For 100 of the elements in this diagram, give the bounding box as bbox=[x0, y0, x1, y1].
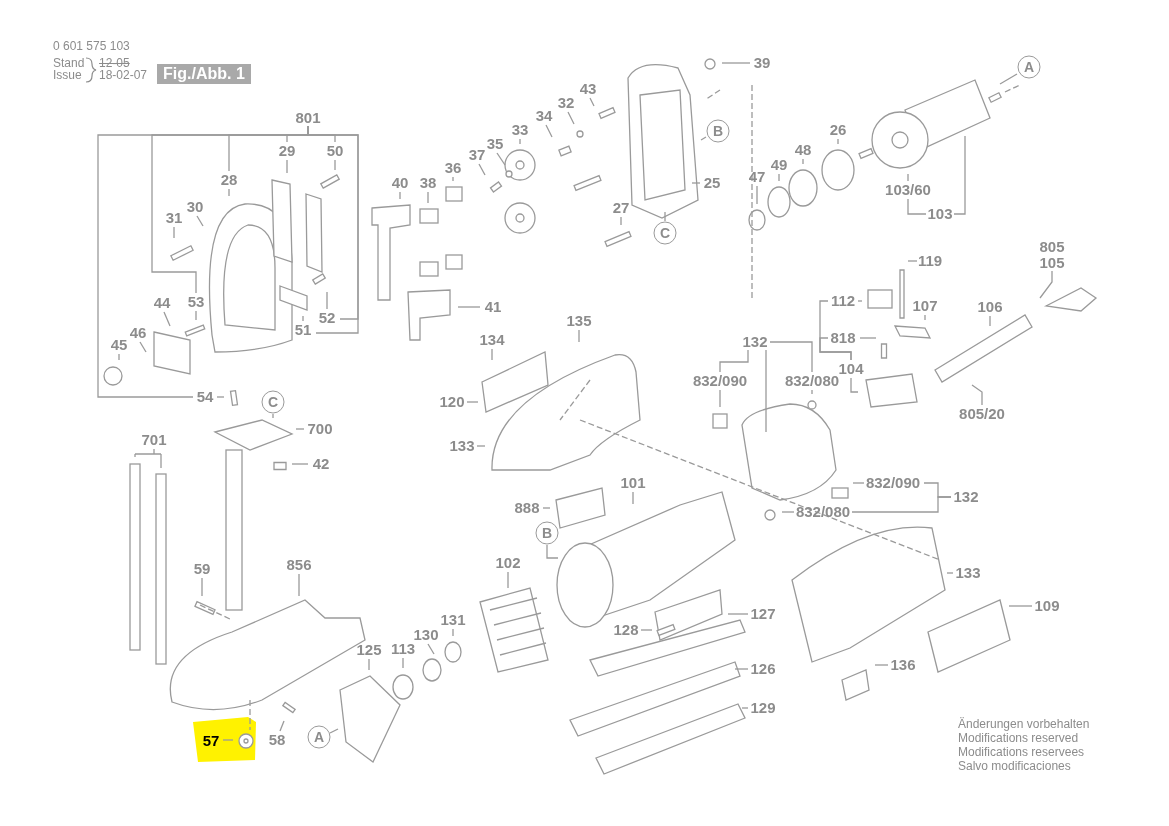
leader-line bbox=[466, 401, 479, 403]
callout-number: 107 bbox=[912, 298, 938, 314]
callout-number: 104 bbox=[838, 361, 864, 377]
leader-line bbox=[452, 628, 454, 637]
callout-number: 42 bbox=[312, 456, 330, 472]
leader-line bbox=[721, 62, 751, 64]
callout-number: 44 bbox=[153, 295, 171, 311]
callout-number: 28 bbox=[220, 172, 238, 188]
callout-number: 40 bbox=[391, 175, 409, 191]
callout-number: 103 bbox=[927, 206, 953, 222]
leader-line bbox=[399, 191, 401, 200]
callout-number: 126 bbox=[750, 661, 776, 677]
leader-line bbox=[857, 300, 863, 302]
leader-line bbox=[589, 97, 595, 107]
callout-number: 33 bbox=[511, 122, 529, 138]
leader-line bbox=[118, 353, 120, 361]
callout-number: 53 bbox=[187, 294, 205, 310]
leader-line bbox=[452, 176, 454, 182]
callout-number: 832/090 bbox=[692, 373, 748, 389]
leader-line bbox=[334, 159, 336, 171]
leader-line bbox=[545, 124, 553, 138]
part-number: 0 601 575 103 bbox=[53, 39, 130, 53]
leader-line bbox=[765, 349, 767, 433]
callout-number: 888 bbox=[514, 500, 540, 516]
leader-line bbox=[578, 329, 580, 343]
caption-text: Stand bbox=[53, 56, 85, 70]
callout-number: 832/080 bbox=[784, 373, 840, 389]
leader-line bbox=[222, 739, 234, 741]
leader-line bbox=[402, 657, 404, 669]
leader-line bbox=[953, 135, 966, 215]
leader-line bbox=[971, 384, 983, 406]
caption-text: Issue bbox=[53, 68, 82, 82]
callout-number: 134 bbox=[479, 332, 505, 348]
leader-line bbox=[298, 573, 300, 597]
callout-number: 109 bbox=[1034, 598, 1060, 614]
callout-number: 801 bbox=[295, 110, 321, 126]
leader-line bbox=[769, 341, 813, 373]
callout-number: 818 bbox=[830, 330, 856, 346]
callout-number: 856 bbox=[286, 557, 312, 573]
callout-number: 132 bbox=[742, 334, 768, 350]
leader-line bbox=[907, 173, 909, 182]
leader-line bbox=[1039, 270, 1053, 299]
leader-line bbox=[664, 211, 666, 222]
leader-line bbox=[850, 377, 859, 393]
leader-line bbox=[134, 448, 162, 469]
leader-line bbox=[756, 185, 758, 205]
note-text: Modifications reservees bbox=[958, 745, 1085, 759]
leader-line bbox=[924, 314, 926, 321]
callout-number: 36 bbox=[444, 160, 462, 176]
leader-line bbox=[291, 463, 309, 465]
callout-number: 48 bbox=[794, 142, 812, 158]
leader-line bbox=[476, 445, 486, 447]
leader-line bbox=[496, 152, 506, 166]
callout-number: 102 bbox=[495, 555, 521, 571]
callout-number: 39 bbox=[753, 55, 771, 71]
callout-number: 131 bbox=[440, 612, 466, 628]
callout-number: 30 bbox=[186, 199, 204, 215]
reference-letter: B bbox=[706, 119, 730, 143]
figure-label: Fig./Abb. 1 bbox=[157, 64, 251, 84]
callout-number: 49 bbox=[770, 157, 788, 173]
leader-line bbox=[819, 337, 852, 361]
callout-number: 136 bbox=[890, 657, 916, 673]
callout-number: 37 bbox=[468, 147, 486, 163]
leader-line bbox=[691, 182, 701, 184]
callout-number: 128 bbox=[613, 622, 639, 638]
callout-number: 31 bbox=[165, 210, 183, 226]
leader-line bbox=[719, 389, 721, 408]
leader-line bbox=[507, 571, 509, 589]
callout-number: 127 bbox=[750, 606, 776, 622]
callout-number: 45 bbox=[110, 337, 128, 353]
leader-line bbox=[946, 572, 954, 574]
note-text: Salvo modificaciones bbox=[958, 759, 1071, 773]
leader-line bbox=[719, 349, 749, 373]
leader-line bbox=[989, 315, 991, 327]
leader-line bbox=[196, 215, 204, 227]
leader-line bbox=[491, 348, 493, 361]
callout-number: 832/080 bbox=[795, 504, 851, 520]
callout-number: 119 bbox=[917, 253, 943, 269]
callout-number: 133 bbox=[449, 438, 475, 454]
leader-line bbox=[216, 396, 225, 398]
leader-line bbox=[837, 138, 839, 145]
leader-line bbox=[852, 482, 865, 484]
callout-number: 59 bbox=[193, 561, 211, 577]
leader-line bbox=[368, 658, 370, 671]
date-text: 18-02-07 bbox=[99, 68, 148, 82]
callout-number: 132 bbox=[953, 489, 979, 505]
leader-line bbox=[326, 291, 328, 310]
leader-line bbox=[700, 136, 707, 141]
callout-number: 32 bbox=[557, 95, 575, 111]
reference-letter: B bbox=[535, 521, 559, 545]
callout-number: 701 bbox=[141, 432, 167, 448]
callout-number: 133 bbox=[955, 565, 981, 581]
callout-number: 58 bbox=[268, 732, 286, 748]
leader-line bbox=[811, 389, 813, 395]
leader-line bbox=[195, 310, 197, 321]
leader-line bbox=[1008, 605, 1033, 607]
callout-number: 805 bbox=[1039, 239, 1065, 255]
callout-number: 135 bbox=[566, 313, 592, 329]
leader-line bbox=[546, 544, 559, 559]
callout-number: 50 bbox=[326, 143, 344, 159]
